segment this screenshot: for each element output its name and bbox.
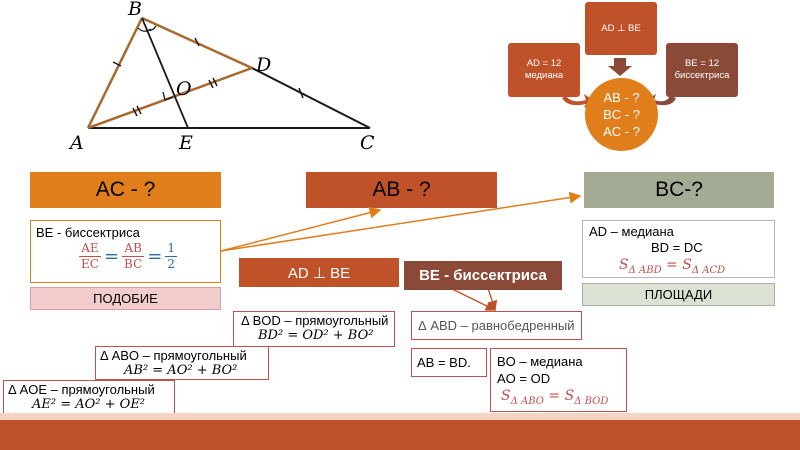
arrow-to-bc xyxy=(220,191,582,252)
node-questions: AB - ? BC - ? AC - ? xyxy=(585,78,658,151)
bod-formula: BD² = OD² + BO² xyxy=(258,328,374,343)
right-angle-mark xyxy=(162,91,174,101)
bod-statement: Δ BOD – прямоугольный xyxy=(241,313,389,328)
ad-median-statement: AD – медиана xyxy=(589,224,674,239)
isosceles-box: Δ ABD – равнобедренный xyxy=(411,311,582,340)
aoe-formula: AE² = AO² + OE² xyxy=(32,397,146,412)
area-s-acd: S xyxy=(682,257,692,273)
tick-bd xyxy=(194,37,200,47)
method-similarity: ПОДОБИЕ xyxy=(30,287,221,310)
area-s-abd: S xyxy=(619,257,629,273)
footer-band xyxy=(0,420,800,450)
node-ad-type: медиана xyxy=(524,70,564,81)
node-be-type: биссектриса xyxy=(674,70,730,81)
arrow-down xyxy=(608,58,632,76)
node-be-value: BE = 12 xyxy=(684,58,720,69)
ratio-ab-bc: AB BC xyxy=(122,241,144,272)
tick-dc xyxy=(298,87,304,99)
point-label-d: D xyxy=(256,54,272,76)
point-label-o: O xyxy=(176,78,192,100)
bisector-ratio: AE EC = AB BC = 1 2 xyxy=(79,241,178,272)
bod-box: Δ BOD – прямоугольный BD² = OD² + BO² xyxy=(233,311,395,347)
bd-dc-statement: BD = DC xyxy=(651,240,703,255)
isosceles-triangle-symbol: Δ xyxy=(418,318,427,333)
tick-ao-2 xyxy=(136,105,142,115)
arrow-bisector-to-isosceles xyxy=(487,287,498,312)
point-label-a: A xyxy=(70,132,84,154)
ratio-equals-2: = xyxy=(147,246,163,267)
node-perpendicular-label: AD ⊥ BE xyxy=(601,22,641,34)
ratio-bc: BC xyxy=(124,257,143,271)
isosceles-statement: ABD – равнобедренный xyxy=(430,318,575,333)
point-label-e: E xyxy=(179,132,193,154)
ratio-one: 1 xyxy=(165,241,178,257)
area-abo-equals: = xyxy=(543,388,565,404)
angle-arc-b1 xyxy=(137,27,152,32)
side-ab xyxy=(86,17,144,129)
abo-formula: AB² = AO² + BO² xyxy=(124,363,238,378)
ratio-ae-ec: AE EC xyxy=(79,241,101,272)
ab-bd-box: AB = BD. xyxy=(411,348,487,377)
area-sub-acd: Δ ACD xyxy=(691,264,726,276)
aoe-box: Δ AOE – прямоугольный AE² = AO² + OE² xyxy=(3,380,175,414)
tick-od-1 xyxy=(208,79,214,89)
header-bc: BC-? xyxy=(584,172,774,208)
similarity-box: BE - биссектриса AE EC = AB BC = 1 2 xyxy=(30,220,221,283)
bisector-be xyxy=(141,17,189,129)
area-equality: SΔ ABD = SΔ ACD xyxy=(619,257,725,276)
ratio-two: 2 xyxy=(167,257,176,271)
ratio-ae: AE xyxy=(79,241,101,257)
ratio-equals-1: = xyxy=(103,246,120,267)
area-abo-bod: SΔ ABO = SΔ BOD xyxy=(501,388,608,407)
point-label-c: C xyxy=(360,132,375,154)
node-ad-median: AD = 12 медиана xyxy=(508,43,580,97)
header-ab: AB - ? xyxy=(306,172,497,208)
bisector-statement: BE - биссектриса xyxy=(36,225,140,240)
abo-statement: Δ ABO – прямоугольный xyxy=(100,348,247,363)
header-ac: AC - ? xyxy=(30,172,221,208)
ratio-ec: EC xyxy=(81,257,99,271)
abo-box: Δ ABO – прямоугольный AB² = AO² + BO² xyxy=(95,346,269,380)
area-sub-abd: Δ ABD xyxy=(628,264,662,276)
tick-od-2 xyxy=(212,77,218,87)
arrow-perp-to-isosceles xyxy=(449,287,497,311)
node-ad-value: AD = 12 xyxy=(526,58,562,69)
arrow-to-ab xyxy=(220,206,382,252)
footer-top-stripe xyxy=(0,413,800,420)
area-sub-abo: Δ ABO xyxy=(510,395,544,407)
bo-median-statement: BO – медиана xyxy=(497,354,583,369)
question-ab: AB - ? xyxy=(603,90,640,105)
tick-ab xyxy=(112,61,122,67)
area-s-bod: S xyxy=(564,388,575,404)
area-sub-bod: Δ BOD xyxy=(574,395,609,407)
areas-box: AD – медиана BD = DC SΔ ABD = SΔ ACD xyxy=(582,220,775,278)
ratio-ab: AB xyxy=(122,241,144,257)
method-areas: ПЛОЩАДИ xyxy=(582,283,775,306)
area-s-abo: S xyxy=(501,388,511,404)
median-box: BO – медиана AO = OD SΔ ABO = SΔ BOD xyxy=(490,348,627,412)
aoe-statement: Δ AOE – прямоугольный xyxy=(8,382,155,397)
area-equals: = xyxy=(661,257,683,273)
question-ac: AC - ? xyxy=(603,124,640,139)
node-perpendicular: AD ⊥ BE xyxy=(585,2,657,55)
point-label-b: B xyxy=(128,0,142,20)
perpendicular-block: AD ⊥ BE xyxy=(239,258,399,287)
node-be-bisector: BE = 12 биссектриса xyxy=(666,43,738,97)
angle-arc-b2 xyxy=(145,25,157,32)
ao-od-statement: AO = OD xyxy=(497,371,551,386)
question-bc: BC - ? xyxy=(603,107,640,122)
triangle-drawing xyxy=(86,16,371,130)
bisector-block: BE - биссектриса xyxy=(404,261,562,290)
tick-ao-1 xyxy=(132,107,138,117)
side-dc xyxy=(251,67,371,129)
ratio-one-half: 1 2 xyxy=(165,241,178,272)
